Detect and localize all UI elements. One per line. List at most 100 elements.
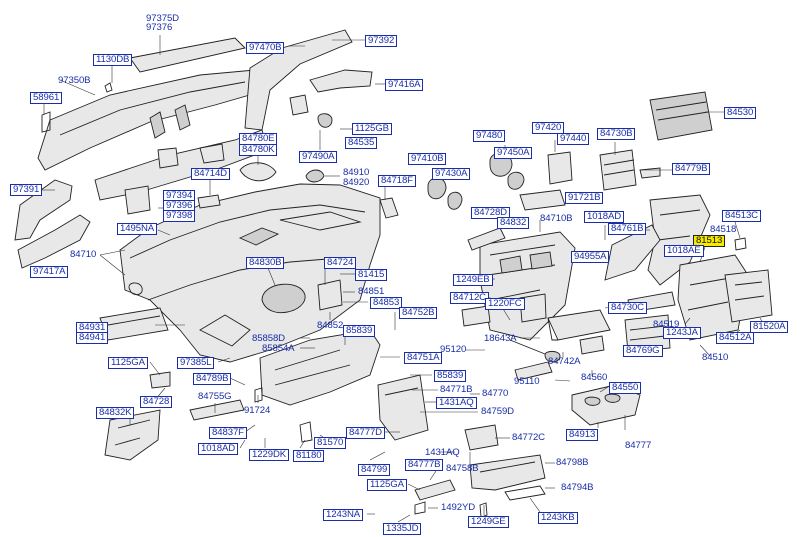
part-label-1229dk: 1229DK bbox=[249, 449, 290, 461]
part-label-97410b: 97410B bbox=[408, 153, 447, 165]
part-label-84710: 84710 bbox=[70, 249, 97, 260]
part-label-84730b: 84730B bbox=[597, 128, 636, 140]
air-duct-parts bbox=[14, 29, 373, 269]
part-label-84510: 84510 bbox=[702, 352, 729, 363]
part-label-97398: 97398 bbox=[163, 210, 196, 222]
part-label-84770: 84770 bbox=[482, 388, 509, 399]
part-label-84761b: 84761B bbox=[608, 223, 647, 235]
part-label-97420: 97420 bbox=[532, 122, 565, 134]
center-console-parts bbox=[197, 162, 676, 426]
part-label-1431aq: 1431AQ bbox=[436, 397, 477, 409]
part-label-91724: 91724 bbox=[244, 405, 271, 416]
part-label-84755g: 84755G bbox=[198, 391, 232, 402]
part-label-58961: 58961 bbox=[30, 92, 63, 104]
part-label-97470b: 97470B bbox=[246, 42, 285, 54]
part-label-84913: 84913 bbox=[566, 429, 599, 441]
crash-pad-part bbox=[119, 183, 381, 363]
part-label-97440: 97440 bbox=[557, 133, 590, 145]
part-label-84780k: 84780K bbox=[239, 144, 278, 156]
part-label-84941: 84941 bbox=[76, 332, 109, 344]
part-label-97396: 97396 bbox=[163, 200, 196, 212]
part-label-84853: 84853 bbox=[370, 297, 403, 309]
part-label-84837f: 84837F bbox=[209, 427, 247, 439]
part-label-81180: 81180 bbox=[293, 450, 325, 462]
part-label-84830b: 84830B bbox=[246, 257, 285, 269]
part-label-1125gb: 1125GB bbox=[352, 123, 392, 135]
part-label-97490a: 97490A bbox=[299, 151, 338, 163]
part-label-84560: 84560 bbox=[581, 372, 608, 383]
part-label-97417a: 97417A bbox=[30, 266, 69, 278]
part-label-1125ga: 1125GA bbox=[108, 357, 148, 369]
part-label-84799: 84799 bbox=[358, 464, 391, 476]
part-label-84718f: 84718F bbox=[378, 175, 416, 187]
part-label-84730c: 84730C bbox=[608, 302, 648, 314]
part-label-84777b: 84777B bbox=[405, 459, 444, 471]
part-label-1130db: 1130DB bbox=[93, 54, 133, 66]
part-label-84724: 84724 bbox=[324, 257, 357, 269]
part-label-18643a: 18643A bbox=[484, 333, 517, 344]
part-label-97376: 97376 bbox=[146, 22, 173, 33]
part-label-84728d: 84728D bbox=[471, 207, 511, 219]
part-label-1431aq-2: 1431AQ bbox=[425, 447, 460, 458]
part-label-84550: 84550 bbox=[609, 382, 642, 394]
part-label-84771b: 84771B bbox=[440, 384, 473, 395]
part-label-84769g: 84769G bbox=[623, 345, 663, 357]
part-label-1495na: 1495NA bbox=[117, 223, 158, 235]
part-label-94955a: 94955A bbox=[571, 251, 610, 263]
part-label-97480: 97480 bbox=[473, 130, 506, 142]
part-label-97430a: 97430A bbox=[432, 168, 471, 180]
part-label-95120: 95120 bbox=[440, 344, 467, 355]
part-label-97391: 97391 bbox=[10, 184, 43, 196]
part-label-97350b: 97350B bbox=[58, 75, 91, 86]
part-label-84759d: 84759D bbox=[481, 406, 515, 417]
part-label-85839b: 85839 bbox=[434, 370, 467, 382]
part-label-84712c: 84712C bbox=[450, 292, 490, 304]
part-label-84513c: 84513C bbox=[722, 210, 762, 222]
part-label-85839: 85839 bbox=[343, 325, 376, 337]
part-label-1249eb: 1249EB bbox=[453, 274, 493, 286]
part-label-84728: 84728 bbox=[140, 396, 173, 408]
part-label-97416a: 97416A bbox=[385, 79, 424, 91]
part-label-81415: 81415 bbox=[355, 269, 388, 281]
part-label-95110: 95110 bbox=[514, 376, 540, 387]
part-label-84535: 84535 bbox=[345, 137, 378, 149]
part-label-84758b: 84758B bbox=[446, 463, 479, 474]
part-label-85854a: 85854A bbox=[262, 343, 295, 354]
glove-box-parts bbox=[427, 91, 773, 341]
part-label-84789b: 84789B bbox=[193, 373, 232, 385]
part-label-84779b: 84779B bbox=[672, 163, 711, 175]
part-label-97450a: 97450A bbox=[494, 147, 533, 159]
part-label-97385l: 97385L bbox=[177, 357, 215, 369]
part-label-1125ga-2: 1125GA bbox=[367, 479, 407, 491]
part-label-97375d: 97375D bbox=[146, 13, 180, 24]
part-label-1492yd: 1492YD bbox=[441, 502, 476, 513]
part-label-84714d: 84714D bbox=[191, 168, 231, 180]
part-label-84798b: 84798B bbox=[556, 457, 589, 468]
part-label-84832k: 84832K bbox=[96, 407, 135, 419]
part-label-84518: 84518 bbox=[710, 224, 737, 235]
part-label-84777d: 84777D bbox=[346, 427, 386, 439]
part-label-1018ad-2: 1018AD bbox=[198, 443, 239, 455]
part-label-1243kb: 1243KB bbox=[538, 512, 578, 524]
part-label-81570: 81570 bbox=[314, 437, 347, 449]
part-label-84910: 84910 bbox=[343, 167, 370, 178]
part-label-1249ge: 1249GE bbox=[468, 516, 509, 528]
part-label-84519: 84519 bbox=[653, 319, 680, 330]
part-label-84512a: 84512A bbox=[716, 332, 755, 344]
part-label-1018ad: 1018AD bbox=[584, 211, 625, 223]
part-label-84851: 84851 bbox=[358, 286, 385, 297]
part-label-84920: 84920 bbox=[343, 177, 370, 188]
part-label-84751a: 84751A bbox=[404, 352, 443, 364]
part-label-84832: 84832 bbox=[497, 217, 530, 229]
part-label-97392: 97392 bbox=[365, 35, 398, 47]
part-label-84777: 84777 bbox=[625, 440, 652, 451]
part-label-1220fc: 1220FC bbox=[485, 298, 525, 310]
part-label-84742a: 84742A bbox=[548, 356, 581, 367]
part-label-91721b: 91721B bbox=[565, 192, 604, 204]
lower-panel-parts bbox=[99, 307, 546, 518]
part-label-84752b: 84752B bbox=[399, 307, 438, 319]
part-label-84710b: 84710B bbox=[540, 213, 573, 224]
part-label-1018ae: 1018AE bbox=[664, 245, 704, 257]
part-label-84794b: 84794B bbox=[561, 482, 594, 493]
